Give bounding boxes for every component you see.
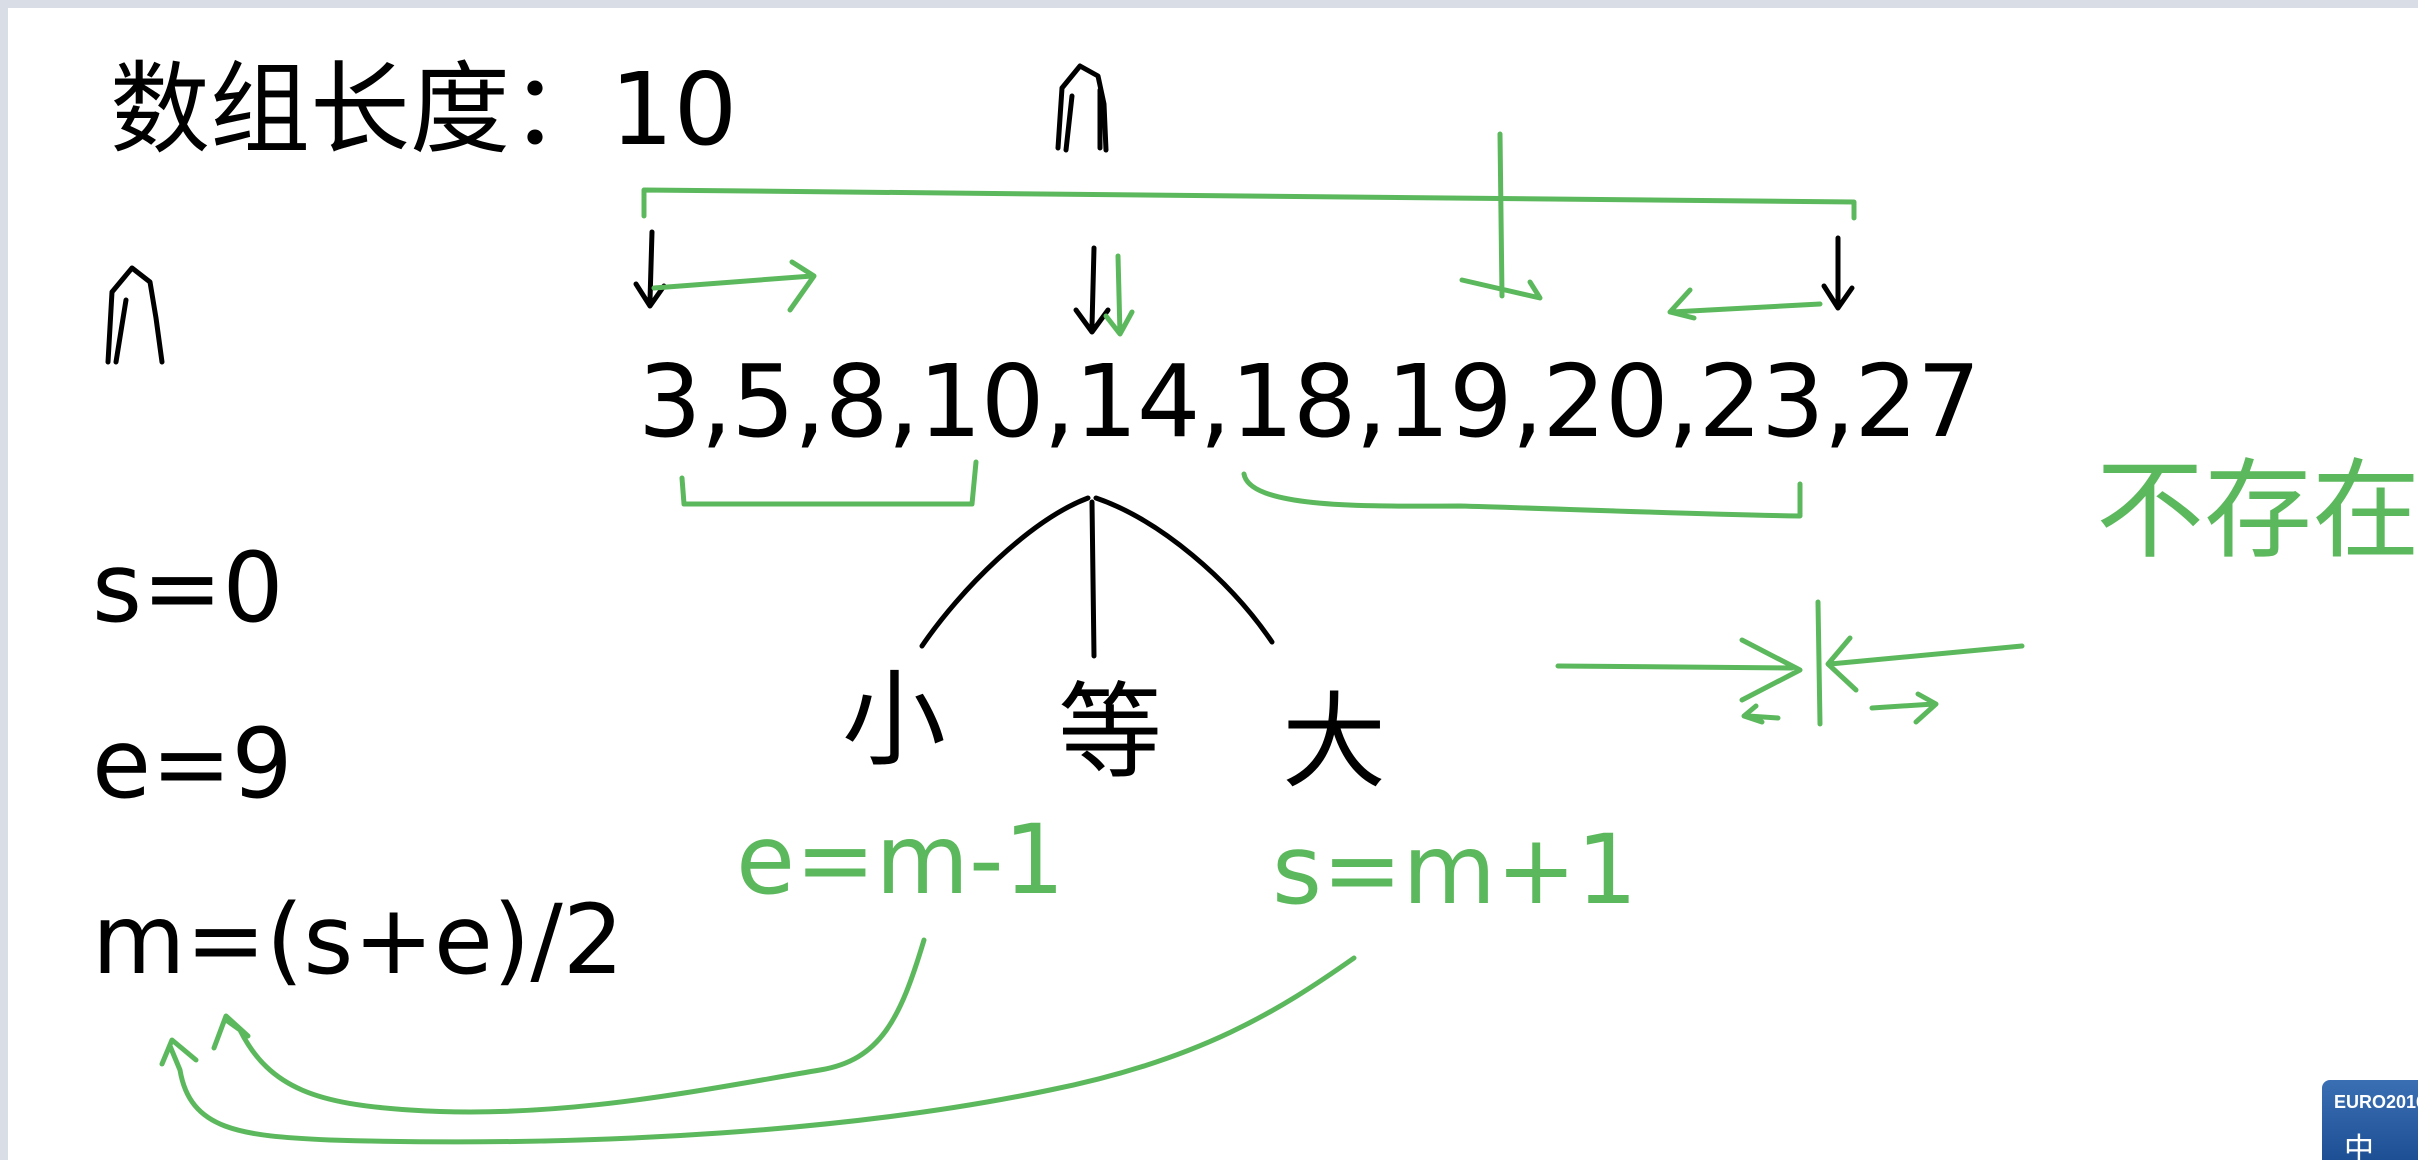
window-top-border — [0, 0, 2418, 8]
array-length-heading: 数组长度：10 — [110, 51, 738, 168]
update-start-formula: s=m+1 — [1272, 814, 1638, 926]
branch-less-than: 小 — [842, 659, 947, 781]
branch-equal: 等 — [1058, 671, 1163, 793]
start-index-label: s=0 — [92, 532, 284, 644]
logo-glyph: 中 — [2344, 1133, 2374, 1160]
window-left-border — [0, 0, 8, 1160]
logo-text: EURO2016 — [2334, 1092, 2418, 1112]
sorted-array: 3,5,8,10,14,18,19,20,23,27 — [638, 343, 1981, 460]
middle-index-formula: m=(s+e)/2 — [92, 884, 624, 996]
update-end-formula: e=m-1 — [736, 804, 1065, 916]
euro2016-logo: EURO2016 中 — [2322, 1080, 2418, 1160]
end-index-label: e=9 — [92, 708, 293, 820]
branch-greater-than: 大 — [1282, 681, 1387, 803]
not-exist-label: 不存在 — [2096, 449, 2418, 574]
